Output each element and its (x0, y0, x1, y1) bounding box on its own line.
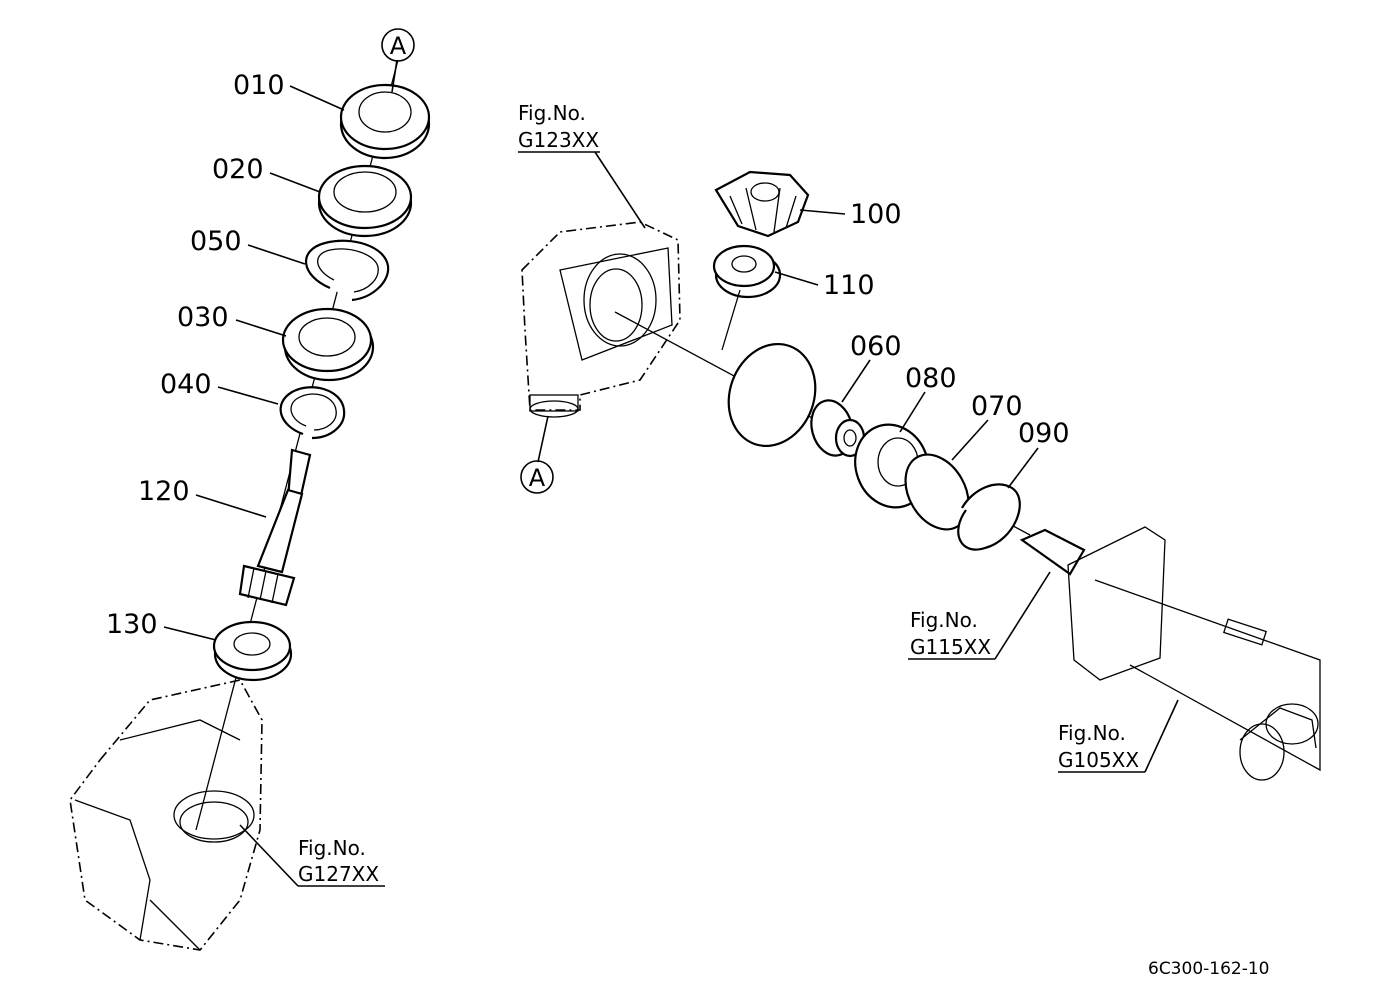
part-070-ring (904, 453, 970, 531)
svg-text:Fig.No.: Fig.No. (298, 836, 366, 860)
center-gear-case (521, 221, 681, 418)
part-130-bearing (212, 620, 293, 682)
part-number-080: 080 (905, 363, 957, 394)
part-060-bevel-pinion (810, 399, 866, 458)
part-number-020: 020 (212, 154, 264, 185)
part-090-snap-ring (957, 483, 1021, 551)
part-100-bevel-gear (714, 170, 810, 238)
figure-ref-g123xx: Fig.No. G123XX (518, 101, 599, 152)
part-number-060: 060 (850, 331, 902, 362)
part-number-050: 050 (190, 226, 242, 257)
drawing-code: 6C300-162-10 (1148, 959, 1269, 979)
svg-text:G127XX: G127XX (298, 862, 379, 886)
part-040-snap-ring (279, 386, 346, 440)
part-number-040: 040 (160, 369, 212, 400)
svg-text:Fig.No.: Fig.No. (1058, 721, 1126, 745)
part-number-100: 100 (850, 199, 902, 230)
svg-text:G123XX: G123XX (518, 128, 599, 152)
part-050-snap-ring (305, 239, 390, 302)
svg-text:G115XX: G115XX (910, 635, 991, 659)
part-number-130: 130 (106, 609, 158, 640)
right-shaft-tube (1019, 526, 1321, 781)
svg-text:A: A (529, 464, 546, 492)
svg-text:G105XX: G105XX (1058, 748, 1139, 772)
figure-ref-g115xx: Fig.No. G115XX (910, 608, 991, 659)
part-number-070: 070 (971, 391, 1023, 422)
part-020-ring (317, 164, 413, 238)
part-number-110: 110 (823, 270, 875, 301)
part-number-010: 010 (233, 70, 285, 101)
o-ring (727, 342, 817, 448)
part-number-090: 090 (1018, 418, 1070, 449)
lower-gear-housing (69, 679, 263, 951)
part-number-030: 030 (177, 302, 229, 333)
figure-ref-g127xx: Fig.No. G127XX (298, 836, 379, 886)
part-110-bearing (712, 244, 782, 299)
svg-text:A: A (390, 32, 407, 60)
part-030-bearing (281, 307, 375, 382)
part-120-pinion-shaft (238, 448, 312, 607)
part-number-120: 120 (138, 476, 190, 507)
figure-ref-g105xx: Fig.No. G105XX (1058, 721, 1139, 772)
svg-text:Fig.No.: Fig.No. (910, 608, 978, 632)
connection-mark-a-top: A (381, 28, 415, 62)
part-010-oil-seal (339, 83, 431, 160)
svg-text:Fig.No.: Fig.No. (518, 101, 586, 125)
connection-mark-a-center: A (520, 460, 554, 494)
